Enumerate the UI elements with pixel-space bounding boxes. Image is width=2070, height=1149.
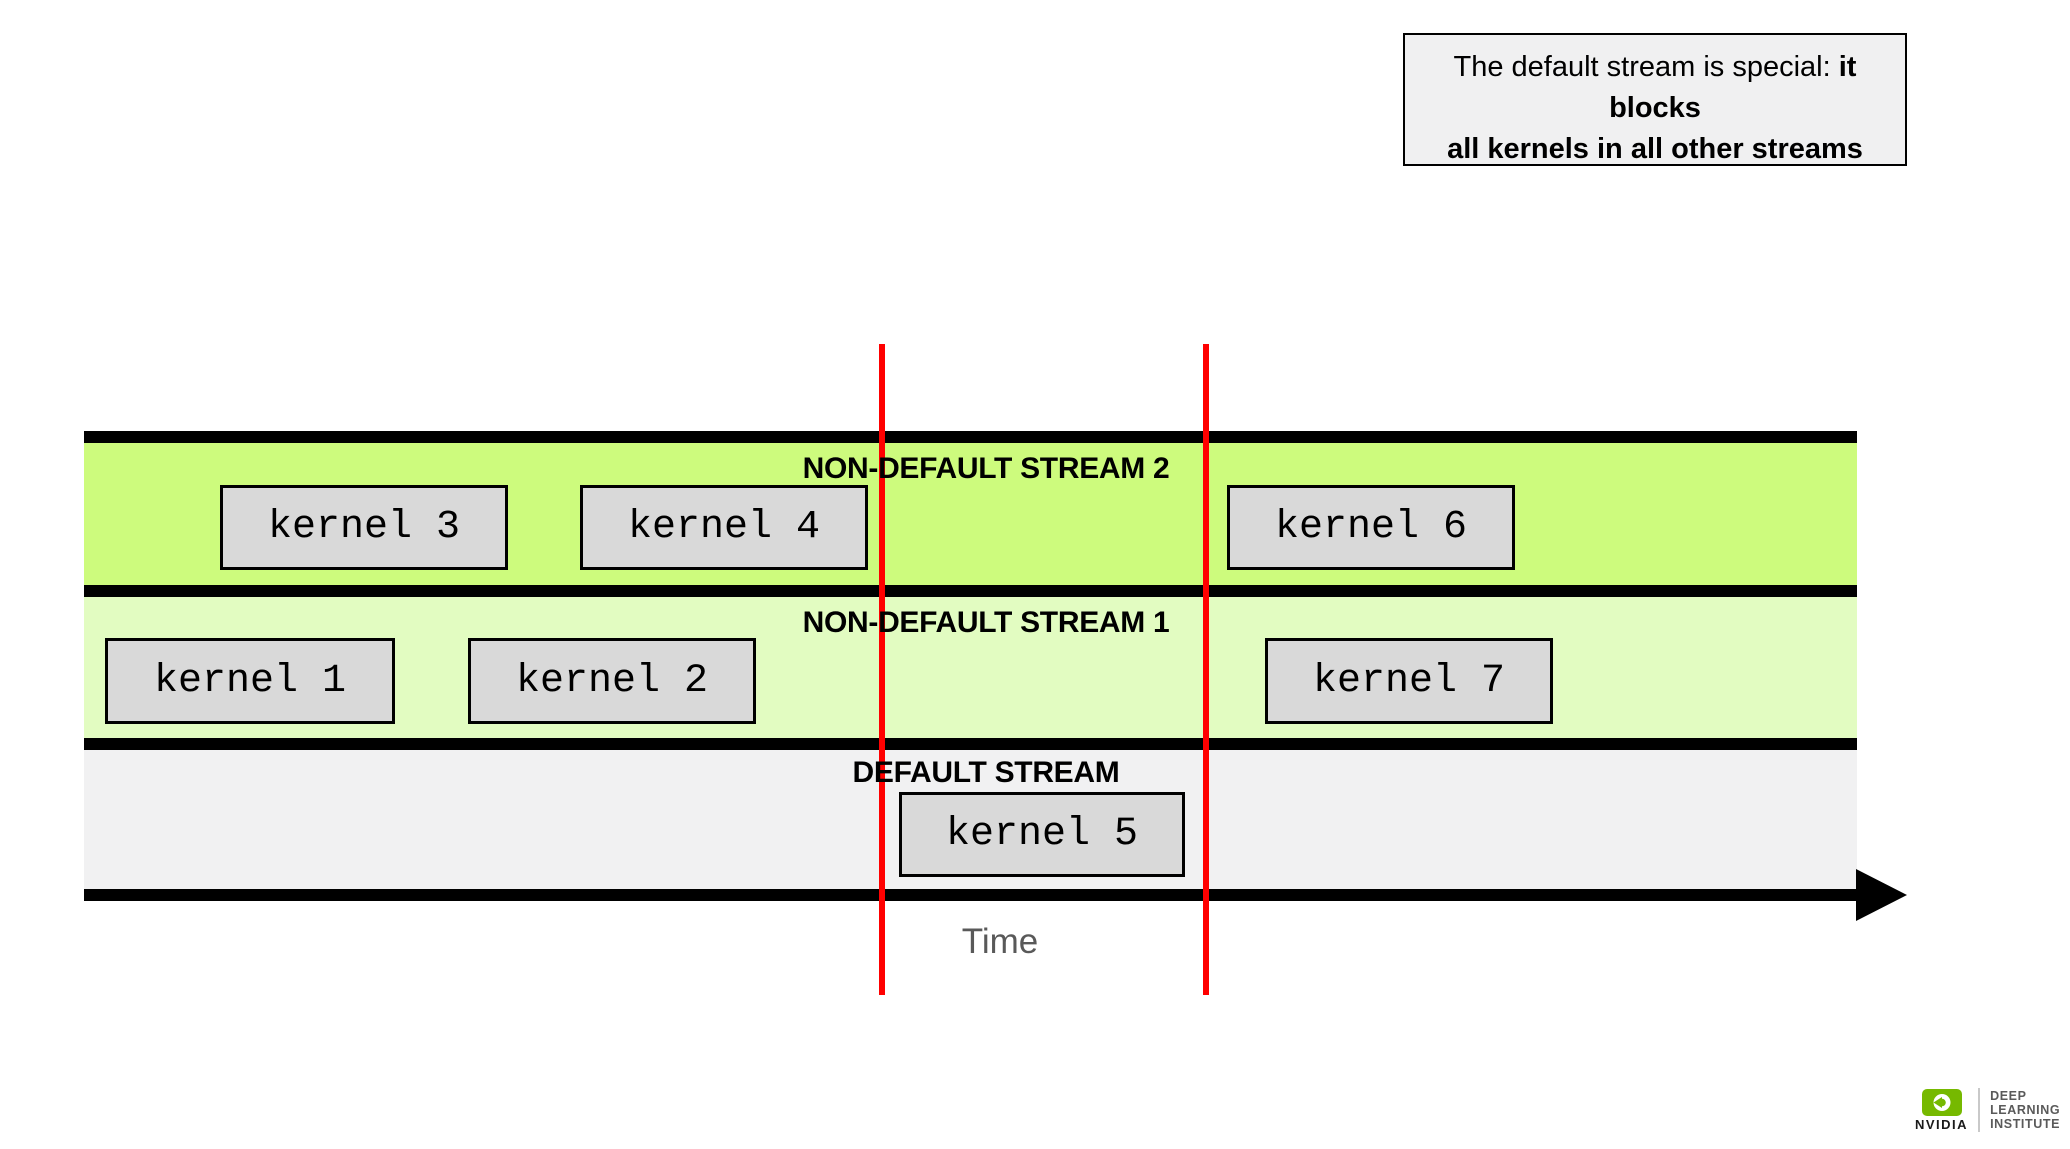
red-sync-line-right	[1203, 344, 1209, 995]
kernel-3-box: kernel 3	[220, 485, 508, 570]
kernel-4-box: kernel 4	[580, 485, 868, 570]
lane-border-top	[84, 431, 1857, 443]
callout-box: The default stream is special: it blocks…	[1403, 33, 1907, 166]
label-non-default-stream-1: NON-DEFAULT STREAM 1	[802, 606, 1170, 639]
label-non-default-stream-2: NON-DEFAULT STREAM 2	[802, 452, 1170, 485]
label-default-stream: DEFAULT STREAM	[852, 756, 1120, 789]
dli-line-3: INSTITUTE	[1990, 1117, 2061, 1131]
nvidia-logo-block: NVIDIA	[1915, 1088, 1969, 1132]
time-axis-arrowhead-icon	[1856, 869, 1907, 921]
dli-wordmark: DEEP LEARNING INSTITUTE	[1990, 1089, 2060, 1131]
red-sync-line-left	[879, 344, 885, 995]
dli-line-2: LEARNING	[1990, 1103, 2061, 1117]
callout-text-bold-2: all kernels in all other streams	[1447, 133, 1863, 165]
kernel-6-box: kernel 6	[1227, 485, 1515, 570]
lane-border-stream1-default	[84, 738, 1857, 750]
logo-divider	[1978, 1088, 1981, 1132]
callout-text-bold-1: it blocks	[1609, 51, 1857, 124]
nvidia-dli-logo: NVIDIA DEEP LEARNING INSTITUTE	[1915, 1088, 2060, 1132]
lane-border-stream2-stream1	[84, 585, 1857, 597]
callout-text-regular: The default stream is special:	[1453, 51, 1839, 83]
kernel-2-box: kernel 2	[468, 638, 756, 724]
nvidia-eye-icon	[1921, 1088, 1962, 1116]
nvidia-wordmark: NVIDIA	[1915, 1116, 1969, 1132]
kernel-1-box: kernel 1	[105, 638, 395, 724]
kernel-7-box: kernel 7	[1265, 638, 1553, 724]
time-axis-line	[84, 889, 1857, 901]
dli-line-1: DEEP	[1990, 1089, 2027, 1103]
time-axis-label: Time	[961, 922, 1039, 961]
kernel-5-box: kernel 5	[899, 792, 1185, 877]
